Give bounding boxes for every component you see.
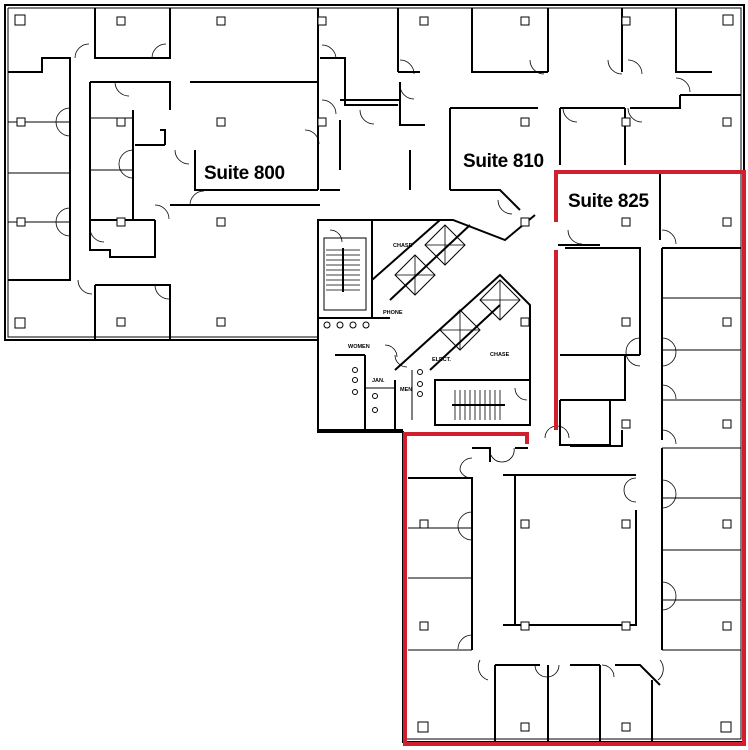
structural-columns xyxy=(14,14,734,733)
phone-label: PHONE xyxy=(383,310,403,316)
women-label: WOMEN xyxy=(348,344,370,350)
men-label: MEN xyxy=(400,387,413,393)
elevator-bank-1 xyxy=(394,224,466,296)
suite-800-label: Suite 800 xyxy=(204,163,285,184)
building-core xyxy=(317,214,536,431)
suite-825-label: Suite 825 xyxy=(568,191,649,212)
door-swings xyxy=(55,43,691,681)
chase-label-north: CHASE xyxy=(393,243,413,249)
restroom-fixtures xyxy=(323,321,423,413)
suite-800-walls xyxy=(8,8,340,340)
suite-810-walls xyxy=(320,8,741,211)
electrical-label: ELECT. xyxy=(432,357,451,363)
suite-825-walls xyxy=(408,172,741,742)
stair-west xyxy=(323,237,367,311)
building-shell xyxy=(4,4,745,743)
suite-825-highlight-outline xyxy=(403,170,746,746)
suite-810-label: Suite 810 xyxy=(463,151,544,172)
chase-label-south: CHASE xyxy=(490,352,510,358)
elevator-bank-2 xyxy=(439,279,521,351)
janitor-label: JAN. xyxy=(372,378,385,384)
stair-east xyxy=(452,390,505,420)
